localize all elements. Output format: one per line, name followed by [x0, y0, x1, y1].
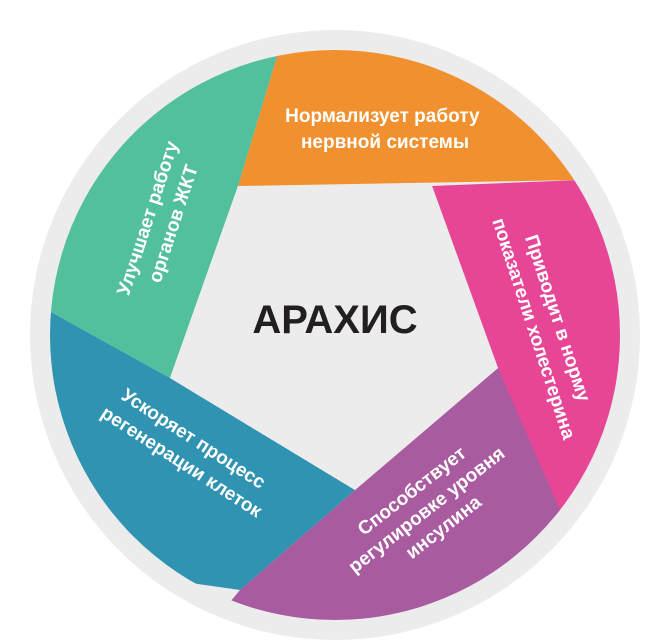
segment-cholesterol — [432, 180, 620, 520]
label-line: Нормализует работу — [285, 106, 480, 127]
center-label: АРАХИС — [252, 298, 417, 342]
label-line: нервной системы — [301, 132, 469, 153]
svg-text:Нормализует работу нервн: Нормализует работу нервной системы — [285, 106, 485, 153]
label-nerves: Нормализует работу нервной системы — [285, 106, 485, 153]
segment-group — [50, 50, 620, 620]
segment-insulin — [190, 368, 560, 620]
center-pentagon — [170, 186, 498, 490]
